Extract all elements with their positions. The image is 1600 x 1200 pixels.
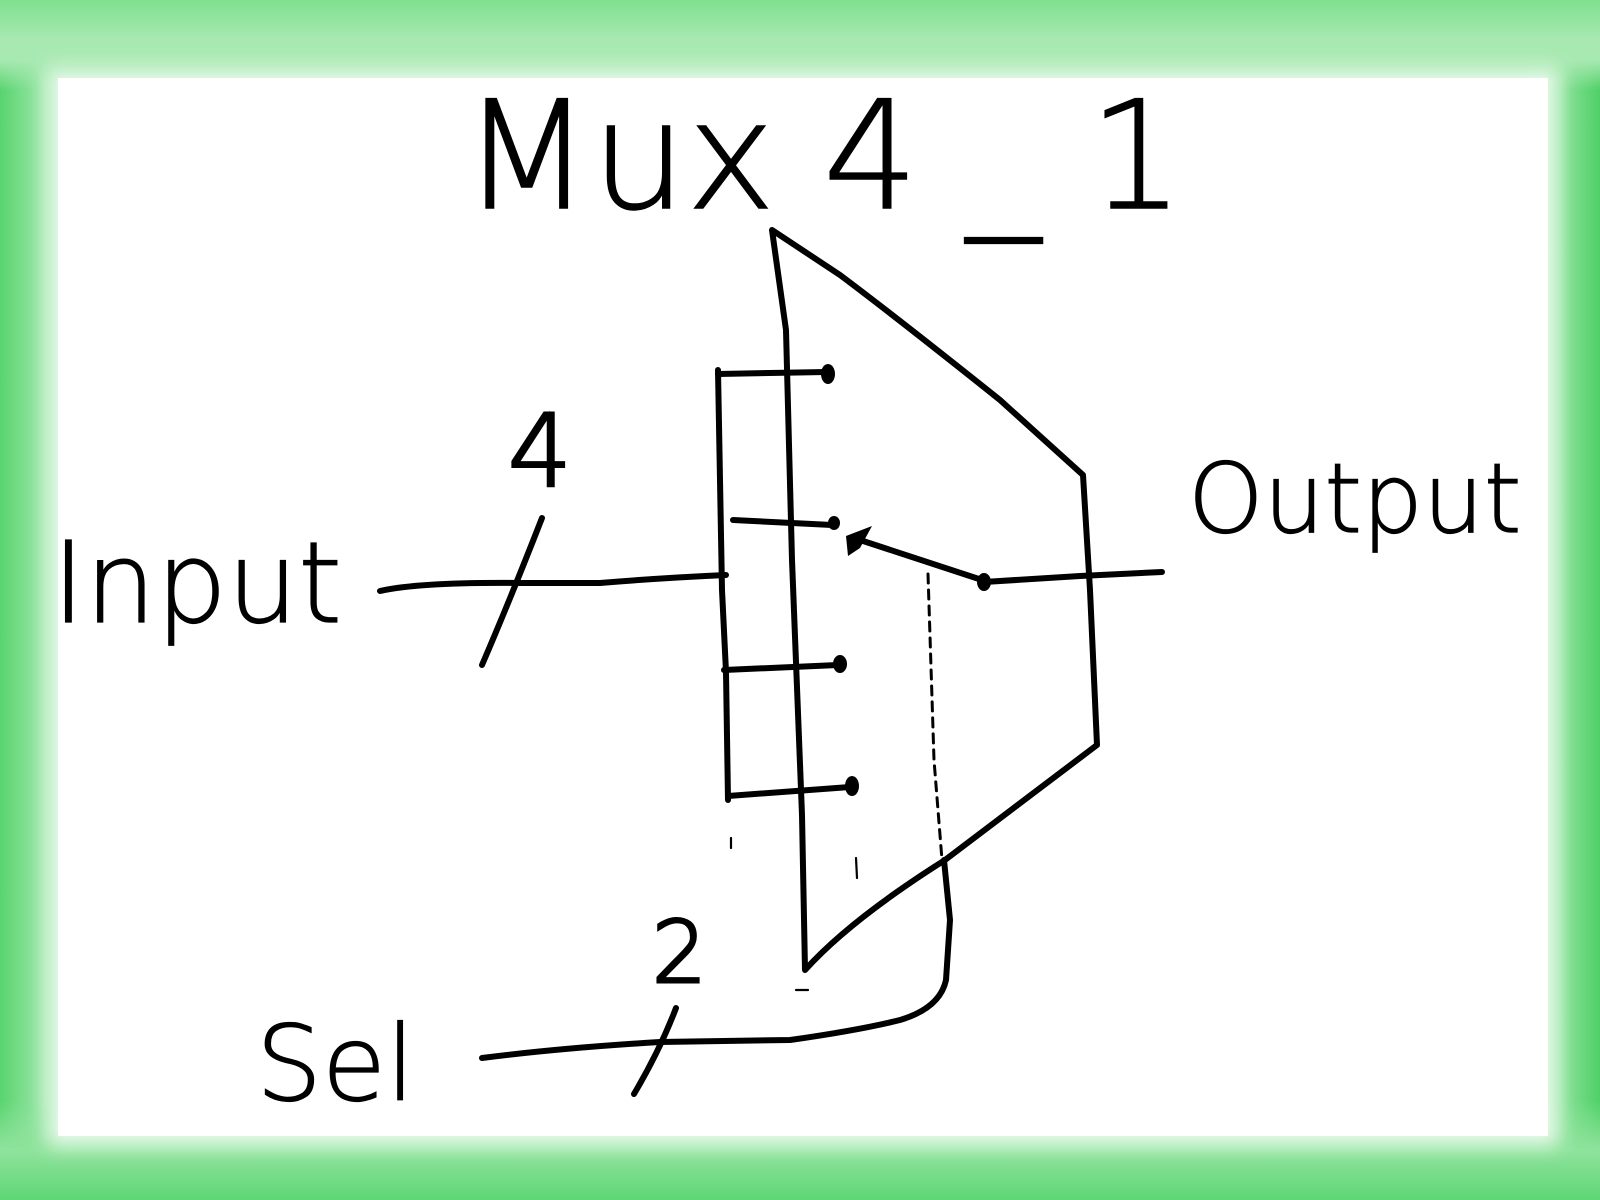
diagram-title: Mux 4 _ 1 — [462, 70, 1184, 244]
select-bus-width: 2 — [652, 903, 707, 1003]
output-wire — [981, 569, 1165, 585]
stray-mark — [854, 856, 859, 880]
input-wire-2 — [721, 662, 841, 673]
select-bus-line — [479, 857, 953, 1061]
switch-arm — [857, 537, 985, 583]
switch-arrowhead — [846, 526, 872, 556]
input-wire-1 — [730, 517, 835, 528]
select-label: Sel — [256, 1003, 415, 1125]
distribution-bus — [715, 367, 731, 803]
input-label: Input — [52, 519, 342, 649]
input-terminal-1 — [828, 516, 840, 530]
select-bus-slash — [631, 1005, 679, 1097]
input-wire-0 — [715, 369, 829, 377]
input-terminal-3 — [845, 776, 859, 796]
input-bus-line — [377, 572, 729, 594]
output-label: Output — [1188, 443, 1521, 555]
select-control-dashed — [926, 572, 944, 862]
input-bus-width: 4 — [508, 393, 572, 510]
input-bus-slash — [479, 515, 545, 668]
input-terminal-2 — [833, 655, 847, 673]
input-wire-3 — [725, 784, 853, 799]
mux-body — [769, 227, 1100, 973]
input-terminal-0 — [821, 364, 835, 384]
